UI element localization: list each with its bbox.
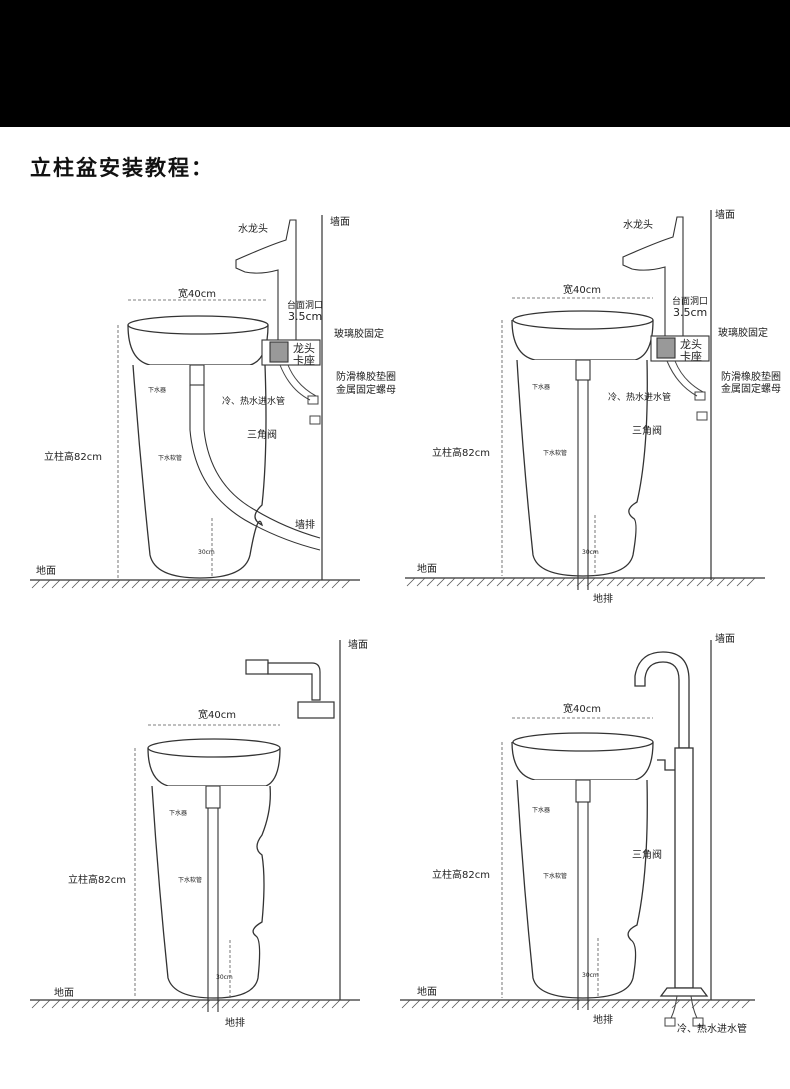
wall-label: 墙面 [715, 632, 735, 645]
floor-label: 地面 [417, 562, 437, 575]
faucet [235, 219, 297, 341]
basin-rim [512, 310, 654, 330]
hole-label: 台面洞口 [287, 299, 323, 311]
hose-label: 下水软管 [543, 872, 567, 880]
supply-label: 冷、热水进水管 [677, 1022, 747, 1035]
floor-hatch [31, 999, 351, 1009]
gasket-label: 防滑橡胶垫圈 [336, 370, 396, 383]
supply-pipe [279, 364, 311, 401]
width-label: 宽40cm [198, 708, 236, 721]
height-label: 立柱高82cm [68, 873, 126, 886]
floor-hatch [401, 999, 751, 1009]
glue-label: 玻璃胶固定 [718, 326, 768, 339]
drain-device-label: 下水器 [169, 809, 187, 817]
drain-fitting [575, 359, 591, 381]
drain-label: 墙排 [295, 518, 315, 531]
faucet-label: 水龙头 [238, 222, 268, 235]
supply-label: 冷、热水进水管 [608, 391, 671, 403]
floor-label: 地面 [36, 564, 56, 577]
drain-fitting [189, 364, 205, 386]
drain-fitting [575, 779, 591, 803]
floor-label: 地面 [54, 986, 74, 999]
nut-label: 金属固定螺母 [336, 383, 396, 396]
wall-faucet-pipe [267, 662, 321, 701]
diagram-floor-faucet: 墙面 宽40cm 下水器 下水软管 三角阀 立柱高82cm 30cm 地面 地排… [400, 632, 755, 1035]
valve-label: 三角阀 [632, 848, 662, 861]
height-label: 立柱高82cm [432, 868, 490, 881]
seat-label-2: 卡座 [293, 353, 315, 367]
floor-label: 地面 [417, 985, 437, 998]
wall-label: 墙面 [715, 208, 735, 221]
faucet-label: 水龙头 [623, 218, 653, 231]
angle-valve [694, 391, 706, 401]
supply-pipe [670, 995, 678, 1019]
depth-label: 30cm [582, 549, 599, 556]
basin-rim [512, 732, 654, 752]
width-label: 宽40cm [563, 283, 601, 296]
drain-device-label: 下水器 [148, 386, 166, 394]
hole-size-label: 3.5cm [673, 306, 707, 319]
angle-valve [664, 1017, 676, 1027]
width-label: 宽40cm [178, 287, 216, 300]
glue-label: 玻璃胶固定 [334, 327, 384, 340]
hole-size-label: 3.5cm [288, 310, 322, 323]
top-black-band [0, 0, 790, 127]
pedestal-body [516, 779, 648, 999]
faucet [622, 216, 684, 337]
hose-label: 下水软管 [158, 454, 182, 462]
wall-faucet-spout [245, 659, 269, 675]
width-label: 宽40cm [563, 702, 601, 715]
floor-hatch [31, 579, 351, 589]
drain-fitting [205, 785, 221, 809]
wall-label: 墙面 [330, 215, 350, 228]
gasket-label: 防滑橡胶垫圈 [721, 370, 781, 383]
valve-label: 三角阀 [247, 428, 277, 441]
valve-label: 三角阀 [632, 424, 662, 437]
floor-faucet-column [674, 747, 694, 989]
depth-label: 30cm [582, 972, 599, 979]
drain-label: 地排 [593, 1013, 613, 1026]
hole-label: 台面洞口 [672, 295, 708, 307]
height-label: 立柱高82cm [44, 450, 102, 463]
diagram-floor-drain: 水龙头 墙面 宽40cm 台面洞口 3.5cm 玻璃胶固定 龙头 卡座 防滑橡胶… [405, 208, 781, 605]
floor-faucet-base [659, 987, 709, 997]
seat-label-2: 卡座 [680, 349, 702, 363]
diagram-wall-drain: 水龙头 墙面 宽40cm 台面洞口 3.5cm 玻璃胶固定 龙头 卡座 防滑橡胶… [30, 215, 396, 589]
drain-device-label: 下水器 [532, 806, 550, 814]
wall-label: 墙面 [348, 638, 368, 651]
page-title: 立柱盆安装教程： [30, 156, 214, 180]
nut-label: 金属固定螺母 [721, 382, 781, 395]
pedestal-body [132, 364, 267, 579]
supply-label: 冷、热水进水管 [222, 395, 285, 407]
seat-label-1: 龙头 [293, 342, 315, 355]
drain-device-label: 下水器 [532, 383, 550, 391]
drain-label: 地排 [593, 592, 613, 605]
hose-label: 下水软管 [178, 876, 202, 884]
wall-faucet-base [297, 701, 335, 719]
seat-label-1: 龙头 [680, 338, 702, 351]
floor-faucet-spout [634, 651, 690, 749]
supply-pipe [666, 360, 698, 397]
depth-label: 30cm [198, 549, 215, 556]
basin-rim [147, 738, 281, 758]
drain-label: 地排 [225, 1016, 245, 1029]
diagram-wall-faucet: 墙面 宽40cm 下水器 下水软管 立柱高82cm 30cm 地面 地排 [30, 638, 368, 1029]
pedestal-body [151, 785, 271, 999]
height-label: 立柱高82cm [432, 446, 490, 459]
pedestal-body [516, 359, 648, 577]
hose-label: 下水软管 [543, 449, 567, 457]
floor-hatch [406, 577, 756, 587]
depth-label: 30cm [216, 974, 233, 981]
drain-hose [189, 385, 321, 551]
angle-valve [307, 395, 319, 405]
basin-rim [127, 315, 269, 335]
